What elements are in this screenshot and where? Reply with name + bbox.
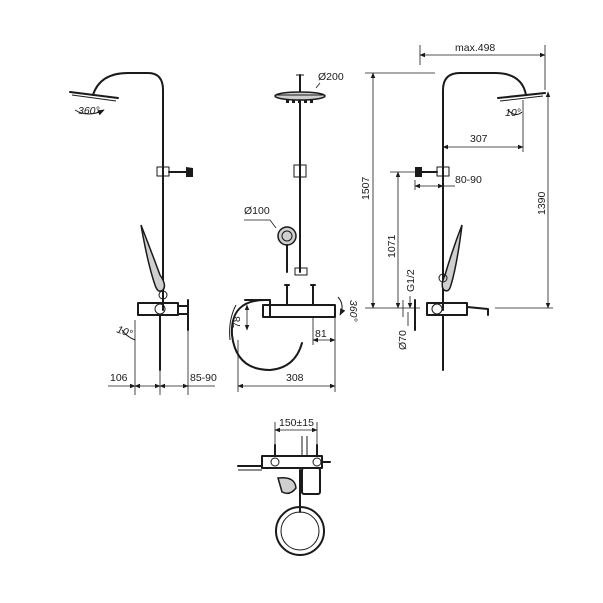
left-shower-head	[69, 91, 119, 99]
dim-308: 308	[286, 372, 304, 384]
right-mixer-body	[426, 302, 468, 316]
right-riser-pipe	[442, 72, 527, 311]
center-rotation-label: 360°	[347, 300, 359, 322]
dim-85-90-left: 85-90	[190, 372, 217, 384]
right-side-view: 10° max.498 307 80-90 1507	[360, 42, 553, 371]
dim-78: 78	[231, 316, 243, 328]
dim-diameter-200: Ø200	[318, 71, 344, 83]
bottom-shower-head	[275, 506, 325, 556]
dim-diameter-70: Ø70	[397, 330, 409, 350]
center-hand-shower	[277, 226, 297, 246]
left-mixer-body	[137, 302, 179, 316]
dim-307: 307	[470, 133, 488, 145]
right-hand-shower	[441, 224, 463, 292]
dim-1071: 1071	[386, 234, 398, 258]
center-shower-head	[274, 91, 326, 101]
dim-81: 81	[315, 328, 327, 340]
dim-106: 106	[110, 372, 128, 384]
left-hand-shower	[140, 224, 166, 292]
dim-150-15: 150±15	[279, 417, 314, 429]
left-side-view: 360° 10° 106 85-90	[69, 72, 217, 395]
center-hose-loop	[230, 299, 303, 371]
right-tilt-label: 10°	[505, 107, 521, 119]
left-rotation-label: 360°	[78, 105, 100, 117]
dim-max-498: max.498	[455, 42, 495, 54]
center-mixer-body	[262, 304, 336, 318]
dim-80-90: 80-90	[455, 174, 482, 186]
center-front-view: Ø200 Ø100 360° 78 81 308	[229, 71, 359, 392]
left-tilt-label: 10°	[115, 324, 134, 341]
dim-thread-g12: G1/2	[405, 269, 417, 292]
dim-diameter-100: Ø100	[244, 205, 270, 217]
dim-1390: 1390	[536, 191, 548, 215]
left-riser-pipe	[92, 72, 164, 311]
dim-1507: 1507	[360, 176, 372, 200]
right-shower-head	[497, 92, 546, 99]
bottom-top-view: 150±15	[237, 417, 331, 556]
